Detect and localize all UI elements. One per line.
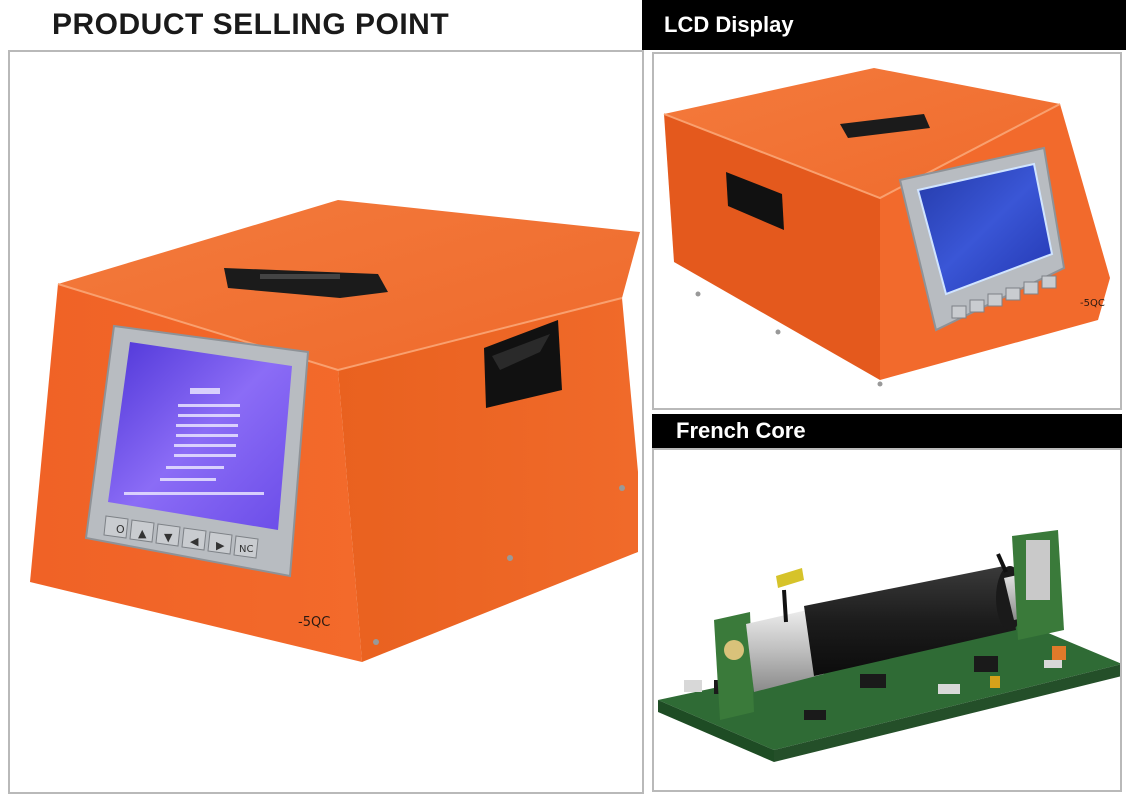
page-title: PRODUCT SELLING POINT: [52, 8, 450, 41]
printer-slot: [224, 268, 388, 298]
lcd-screen: [916, 162, 1054, 296]
main-product-photo: O ▲ ▼ ◀ ▶ NC -5QC: [8, 50, 644, 794]
model-label: -5QC: [298, 615, 330, 630]
analyzer-device-image: O ▲ ▼ ◀ ▶ NC -5QC: [30, 200, 640, 662]
french-core-heading: French Core: [652, 414, 1122, 448]
model-label: -5QC: [1080, 298, 1105, 309]
keypad: [103, 515, 259, 559]
key-left: ◀: [190, 535, 199, 548]
lcd-device-image: -5QC: [663, 68, 1110, 387]
lcd-display-photo: -5QC: [652, 52, 1122, 410]
printer-slot: [840, 114, 930, 138]
keypad: [951, 275, 1057, 319]
french-core-photo: [652, 448, 1122, 792]
sensor-core-image: [658, 530, 1120, 762]
end-plate-left: [714, 612, 754, 720]
side-handle: [484, 320, 562, 408]
key-up: ▲: [138, 527, 147, 540]
circuit-board: [658, 622, 1120, 750]
key-right: ▶: [216, 539, 225, 552]
key-nc: NC: [239, 544, 253, 555]
key-power: O: [116, 523, 125, 536]
lcd-display-heading: LCD Display: [642, 0, 1126, 50]
key-down: ▼: [164, 531, 173, 544]
side-handle: [726, 172, 784, 230]
